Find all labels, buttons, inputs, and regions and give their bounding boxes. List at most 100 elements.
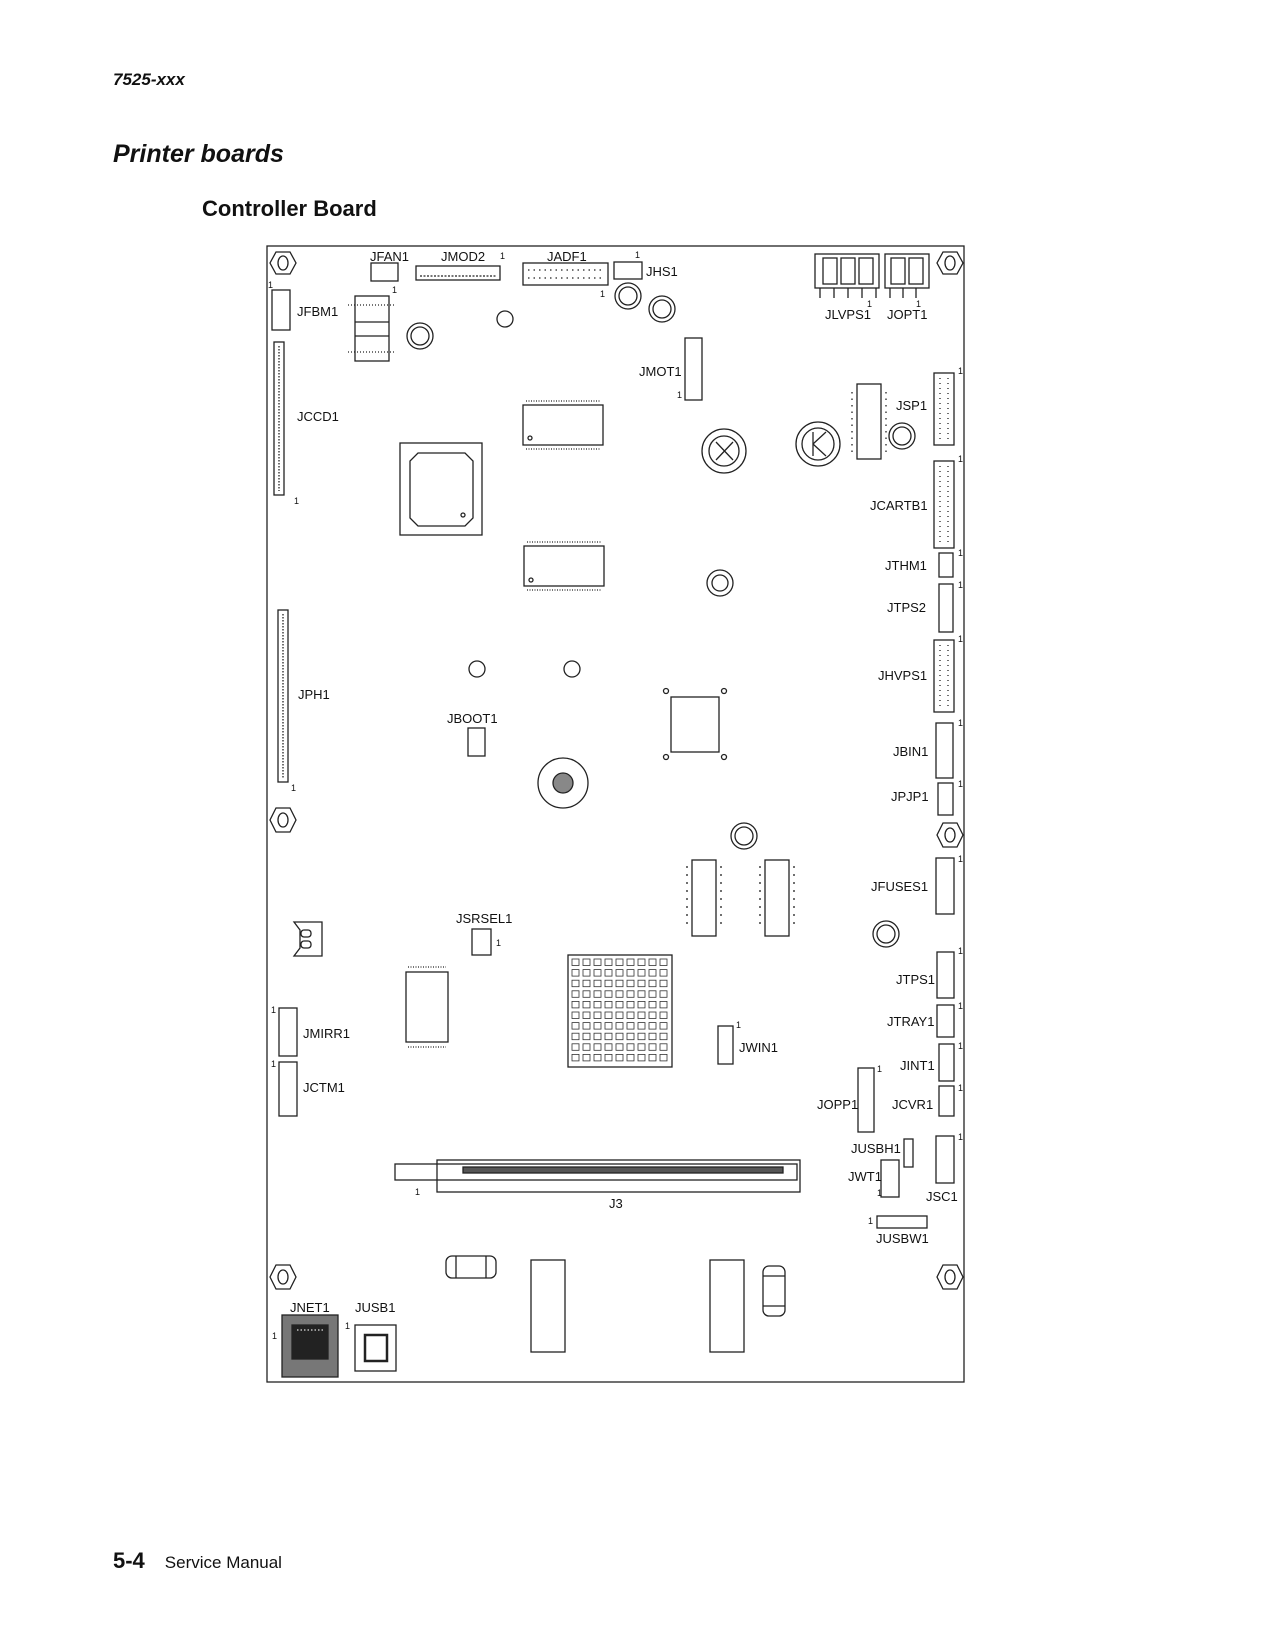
heatsink-cell: [593, 990, 602, 998]
label-jwin1: JWIN1: [739, 1040, 778, 1055]
inductor: [762, 1265, 786, 1317]
jfan1-connector: [370, 262, 399, 282]
heatsink-cell: [593, 1011, 602, 1019]
jusbw1-connector: [876, 1215, 928, 1229]
label-jint1: JINT1: [900, 1058, 935, 1073]
label-jph1: JPH1: [298, 687, 330, 702]
pin-one-marker: 1: [635, 250, 640, 260]
heatsink-cell: [604, 1043, 613, 1051]
label-jusbw1: JUSBW1: [876, 1231, 929, 1246]
ic-chip: [522, 404, 604, 446]
heatsink-cell: [659, 979, 668, 988]
jadf1-connector: [522, 262, 609, 286]
heatsink-cell: [637, 990, 646, 998]
label-jwt1: JWT1: [848, 1169, 882, 1184]
heatsink-cell: [571, 1032, 580, 1041]
jopp1-connector: [857, 1067, 875, 1133]
heatsink-cell: [637, 1054, 646, 1062]
jtray1-connector: [936, 1004, 955, 1038]
label-jlvps1: JLVPS1: [825, 307, 871, 322]
heatsink-cell: [637, 1032, 646, 1041]
label-jsrsel1: JSRSEL1: [456, 911, 512, 926]
heatsink-cell: [615, 979, 624, 988]
heatsink-cell: [648, 1032, 657, 1041]
jopt1-connector: [884, 253, 930, 298]
label-jboot1: JBOOT1: [447, 711, 498, 726]
mounting-hole: [936, 251, 964, 275]
pin-one-marker: 1: [496, 938, 501, 948]
heatsink-cell: [582, 990, 591, 998]
pin-one-marker: 1: [271, 1059, 276, 1069]
ic-chip: [670, 696, 720, 753]
jsrsel1-connector: [471, 928, 492, 956]
heatsink-cell: [648, 1054, 657, 1062]
pin-one-marker: 1: [958, 718, 963, 728]
mounting-hole: [936, 1264, 964, 1290]
heatsink-cell: [582, 1043, 591, 1051]
jlvps1-connector: [814, 253, 880, 298]
label-jpjp1: JPJP1: [891, 789, 929, 804]
heatsink-cell: [593, 1043, 602, 1051]
label-jfuses1: JFUSES1: [871, 879, 928, 894]
heatsink-cell: [659, 1054, 668, 1062]
heatsink-cell: [659, 1032, 668, 1041]
label-jopt1: JOPT1: [887, 307, 927, 322]
heatsink-cell: [615, 958, 624, 966]
jctm1-connector: [278, 1061, 298, 1117]
jcvr1-connector: [938, 1085, 955, 1117]
pin-one-marker: 1: [958, 946, 963, 956]
processor-chip: [399, 442, 483, 536]
jmod2-connector: [415, 265, 501, 281]
pin-one-marker: 1: [958, 548, 963, 558]
pin-one-marker: 1: [958, 1001, 963, 1011]
label-jtps2: JTPS2: [887, 600, 926, 615]
label-jmirr1: JMIRR1: [303, 1026, 350, 1041]
heatsink-cell: [604, 969, 613, 977]
heatsink-cell: [615, 1022, 624, 1030]
heatsink-cell: [626, 958, 635, 966]
pin-one-marker: 1: [500, 251, 505, 261]
heatsink-cell: [615, 1032, 624, 1041]
page-number: 5-4: [113, 1548, 145, 1573]
pin-one-marker: 1: [677, 390, 682, 400]
heatsink-cell: [637, 1001, 646, 1009]
heatsink-cell: [615, 1011, 624, 1019]
transformer: [348, 295, 396, 362]
j3-slot: [394, 1159, 801, 1193]
connector-labels: JFAN1 JMOD2 JADF1 JHS1 JLVPS1 JOPT1 JFBM…: [290, 249, 958, 1315]
jtps1-connector: [936, 951, 955, 999]
label-jsp1: JSP1: [896, 398, 927, 413]
pin-one-marker: 1: [916, 299, 921, 309]
heatsink-cell: [637, 1022, 646, 1030]
jfuses1-connector: [935, 857, 955, 915]
jccd1-connector: [273, 341, 285, 496]
heatsink-cell: [615, 969, 624, 977]
jwt1-connector: [880, 1159, 900, 1198]
label-jfan1: JFAN1: [370, 249, 409, 264]
heatsink-cell: [593, 1022, 602, 1030]
ic-chip: [530, 1259, 566, 1353]
label-jcvr1: JCVR1: [892, 1097, 933, 1112]
label-jhs1: JHS1: [646, 264, 678, 279]
heatsink-cell: [571, 990, 580, 998]
heatsink-cell: [659, 958, 668, 966]
pin-one-marker: 1: [958, 1083, 963, 1093]
heatsink-cell: [648, 1011, 657, 1019]
pin-one-marker: 1: [415, 1187, 420, 1197]
heatsink-cell: [604, 1054, 613, 1062]
jusbh1-connector: [903, 1138, 914, 1168]
label-jctm1: JCTM1: [303, 1080, 345, 1095]
pin-one-marker: 1: [958, 854, 963, 864]
label-jusb1: JUSB1: [355, 1300, 395, 1315]
pin-one-marker: 1: [958, 779, 963, 789]
jsp1-connector: [933, 372, 955, 446]
heatsink-cell: [604, 990, 613, 998]
pin-one-marker: 1: [294, 496, 299, 506]
ic-chip: [405, 971, 449, 1043]
heatsink-cell: [582, 958, 591, 966]
jint1-connector: [938, 1043, 955, 1082]
battery: [292, 921, 323, 957]
jnet1-connector: [281, 1314, 339, 1378]
pin-one-marker: 1: [271, 1005, 276, 1015]
